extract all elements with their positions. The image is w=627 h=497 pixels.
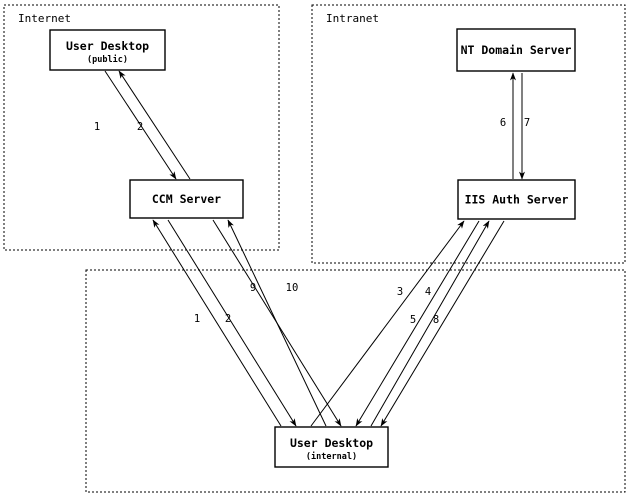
node-box-user-desktop-internal[interactable] — [274, 426, 389, 468]
node-label-ccm-server: CCM Server — [152, 192, 221, 206]
node-box-user-desktop-public[interactable] — [49, 29, 166, 71]
zone-boundary-internet — [3, 4, 280, 251]
node-label-user-desktop-public: User Desktop — [66, 39, 149, 53]
flow-arrow-10-user-desktop-internal-to-ccm-server — [227, 219, 327, 427]
node-sublabel-user-desktop-internal: (internal) — [306, 451, 357, 462]
zone-boundary-intranet — [311, 4, 626, 264]
flow-arrow-4-iis-auth-server-to-user-desktop-internal — [355, 220, 480, 427]
flow-arrow-8-iis-auth-server-to-user-desktop-internal — [380, 220, 505, 427]
zone-internal — [85, 269, 626, 493]
node-iis-auth-server[interactable]: IIS Auth Server — [457, 179, 576, 220]
step-label-7-nt-domain-server: 7 — [524, 117, 530, 129]
zone-boundaries: Internet Intranet — [3, 4, 626, 493]
node-label-nt-domain-server: NT Domain Server — [461, 43, 572, 57]
zone-intranet: Intranet — [311, 4, 626, 264]
zone-boundary-internal — [85, 269, 626, 493]
node-ccm-server[interactable]: CCM Server — [129, 179, 244, 219]
zone-label-intranet: Intranet — [326, 12, 379, 25]
node-label-user-desktop-internal: User Desktop — [290, 436, 373, 450]
step-label-1-user-desktop-internal: 1 — [194, 313, 200, 325]
flow-arrows — [104, 70, 525, 427]
node-sublabel-user-desktop-public: (public) — [87, 54, 128, 65]
node-box-iis-auth-server[interactable] — [457, 179, 576, 220]
node-user-desktop-internal[interactable]: User Desktop(internal) — [274, 426, 389, 468]
flow-arrow-1-user-desktop-internal-to-ccm-server — [152, 219, 282, 427]
flow-arrow-3-user-desktop-internal-to-iis-auth-server — [310, 220, 465, 427]
node-box-nt-domain-server[interactable] — [456, 28, 576, 72]
step-label-2-ccm-server: 2 — [225, 313, 231, 325]
step-number-labels: 1 2 1 2 9 10 3 4 5 8 6 7 — [94, 117, 530, 326]
node-box-ccm-server[interactable] — [129, 179, 244, 219]
node-nt-domain-server[interactable]: NT Domain Server — [456, 28, 576, 72]
flow-arrow-1-user-desktop-public-to-ccm-server — [104, 70, 177, 180]
step-label-3-user-desktop-internal: 3 — [397, 286, 403, 298]
step-label-10-user-desktop-internal: 10 — [286, 282, 299, 294]
step-label-1-user-desktop-public: 1 — [94, 121, 100, 133]
flow-arrow-5-user-desktop-internal-to-iis-auth-server — [370, 220, 490, 427]
step-label-2-ccm-server: 2 — [137, 121, 143, 133]
step-label-9-ccm-server: 9 — [250, 282, 256, 294]
flow-arrow-2-ccm-server-to-user-desktop-public — [118, 70, 191, 180]
step-label-5-user-desktop-internal: 5 — [410, 314, 416, 326]
zone-label-internet: Internet — [18, 12, 71, 25]
node-user-desktop-public[interactable]: User Desktop(public) — [49, 29, 166, 71]
node-label-iis-auth-server: IIS Auth Server — [465, 193, 569, 207]
step-label-8-iis-auth-server: 8 — [433, 314, 439, 326]
diagram-nodes: User Desktop(public)NT Domain ServerCCM … — [49, 28, 576, 468]
zone-internet: Internet — [3, 4, 280, 251]
flow-arrow-2-ccm-server-to-user-desktop-internal — [167, 219, 297, 427]
step-label-6-iis-auth-server: 6 — [500, 117, 506, 129]
step-label-4-iis-auth-server: 4 — [425, 286, 431, 298]
